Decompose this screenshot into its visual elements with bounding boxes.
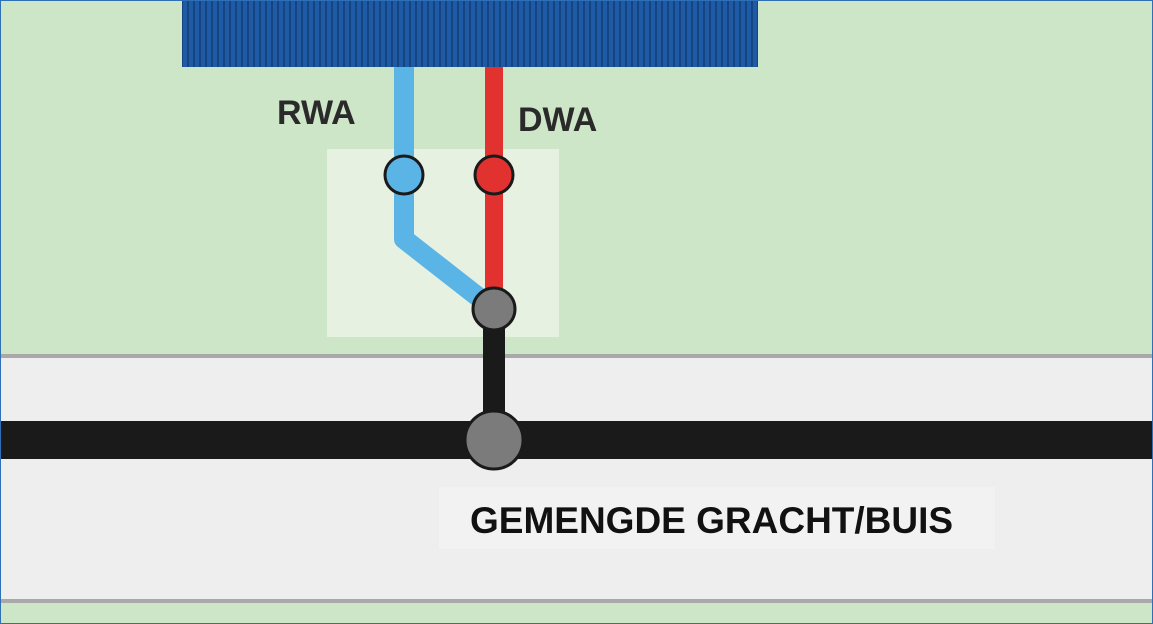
dwa-label: DWA: [518, 101, 597, 139]
inspection-area: [327, 149, 559, 337]
sewer-manhole-icon: [463, 409, 525, 471]
main-sewer-label-bg: [439, 487, 995, 549]
road-band: [1, 356, 1152, 601]
waste-manhole-icon: [473, 154, 515, 196]
building-block: [182, 1, 758, 67]
rain-manhole-icon: [383, 154, 425, 196]
rain-water-pipe: [394, 67, 498, 315]
main-sewer-pipe: [1, 421, 1152, 459]
rwa-label: RWA: [277, 94, 356, 132]
junction-manhole-icon: [471, 286, 517, 332]
main-sewer-label: GEMENGDE GRACHT/BUIS: [470, 500, 953, 541]
